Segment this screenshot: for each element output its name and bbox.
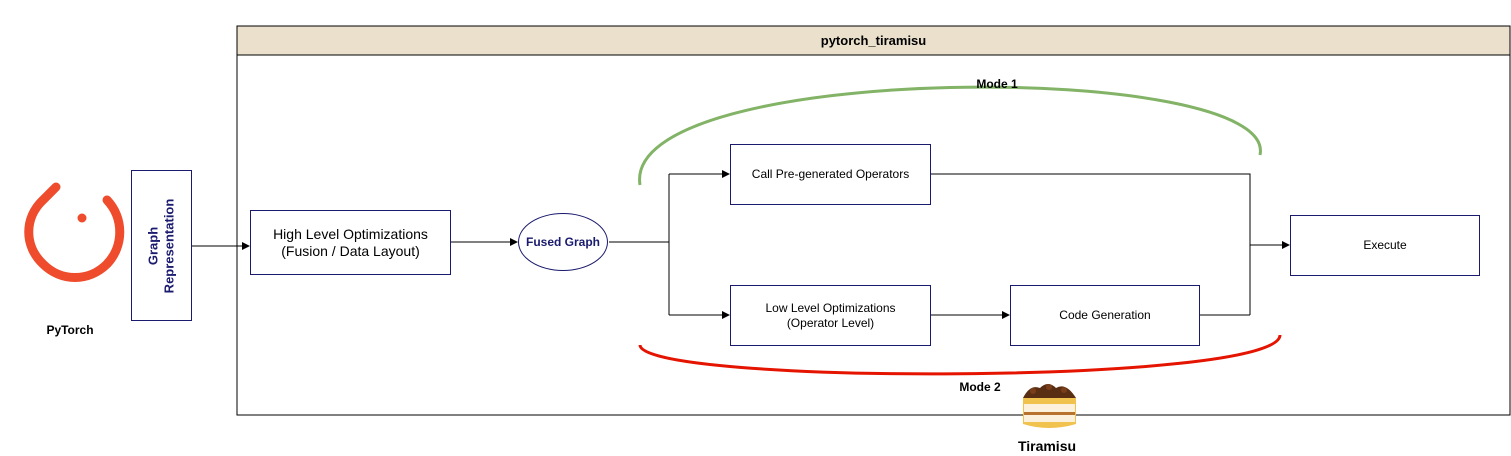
high-level-optimizations-box: High Level Optimizations (Fusion / Data … — [250, 210, 451, 275]
fused-graph-node: Fused Graph — [518, 213, 608, 271]
tiramisu-label: Tiramisu — [1017, 438, 1077, 454]
pytorch-label: PyTorch — [46, 323, 94, 337]
execute-box: Execute — [1290, 215, 1480, 276]
container-header — [236, 25, 1511, 56]
low-level-optimizations-box: Low Level Optimizations (Operator Level) — [730, 285, 931, 346]
edge-call-to-merge — [930, 173, 1251, 315]
pytorch-icon — [24, 182, 125, 282]
tiramisu-cake-icon — [1023, 384, 1076, 428]
mode2-arc — [638, 334, 1282, 376]
edges — [191, 170, 1290, 319]
mode2-label: Mode 2 — [959, 380, 1001, 394]
execute-label: Execute — [1363, 238, 1407, 252]
mode1-label: Mode 1 — [976, 77, 1018, 91]
graph-representation-box: Graph Representation — [131, 170, 192, 321]
code-generation-box: Code Generation — [1010, 285, 1200, 346]
container-title: pytorch_tiramisu — [820, 33, 927, 48]
low-level-line1: Low Level Optimizations — [765, 300, 896, 315]
call-pregenerated-operators-box: Call Pre-generated Operators — [730, 144, 931, 205]
low-level-line2: (Operator Level) — [786, 315, 875, 330]
graph-representation-line1: Graph — [145, 226, 161, 265]
fused-graph-label: Fused Graph — [525, 235, 600, 249]
mode1-arc — [638, 85, 1262, 186]
code-generation-label: Code Generation — [1059, 308, 1151, 322]
graph-representation-line2: Representation — [161, 198, 177, 293]
call-pregenerated-label: Call Pre-generated Operators — [751, 167, 910, 181]
high-level-line1: High Level Optimizations — [273, 225, 428, 242]
high-level-line2: (Fusion / Data Layout) — [281, 242, 420, 259]
